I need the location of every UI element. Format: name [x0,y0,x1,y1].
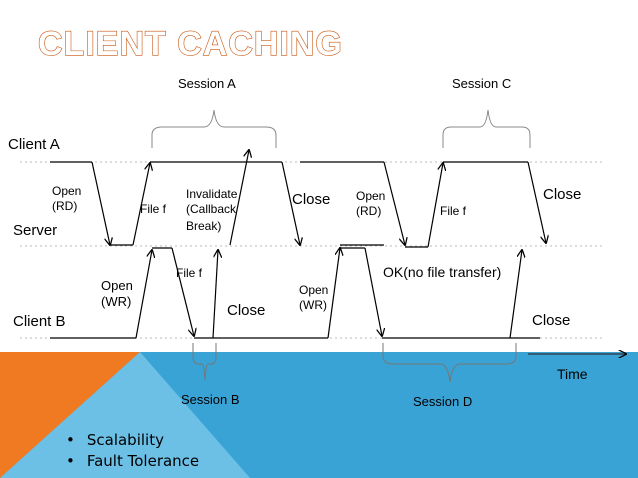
file-f-2-arrow [427,163,443,248]
close-a2-arrow [527,161,546,243]
session-d-brace [382,343,517,383]
close-a1-arrow [281,161,300,245]
open-wr-2-arrow [327,248,340,339]
session-a-brace [151,109,277,148]
close-a2-label: Close [543,186,581,203]
slide-title: CLIENT CACHING [38,25,343,63]
file-f-3-arrow [171,247,194,336]
file-f-1-arrow [132,163,150,246]
session-b-label: Session B [181,392,240,407]
open-wr-1-label: Open (WR) [101,278,136,309]
open-rd-1-arrow [91,161,110,245]
close-b2-arrow [509,250,522,339]
session-c-brace [442,109,531,148]
open-wr-1-arrow [135,250,152,339]
client-a-timeline [50,150,546,248]
close-b1-arrow [212,250,218,339]
open-rd-1-label: Open (RD) [52,184,85,213]
invalidate-label: Invalidate (Callback Break) [186,187,241,233]
file-f-2-label: File f [440,204,467,218]
bullet-item: Scalability [66,430,199,451]
session-a-label: Session A [178,76,236,91]
time-label: Time [557,366,588,382]
ok-label: OK(no file transfer) [383,264,501,280]
open-rd-2-label: Open (RD) [356,189,389,218]
bullet-list: Scalability Fault Tolerance [66,430,199,472]
client-a-label: Client A [8,136,60,153]
invalidate-arrow [229,150,249,246]
server-label: Server [13,222,57,239]
file-f-3-label: File f [176,266,203,280]
open-rd-2-arrow [383,161,405,245]
session-b-brace [192,343,217,381]
ok-arrow [364,247,382,336]
file-f-1-label: File f [140,202,167,216]
bullet-item: Fault Tolerance [66,451,199,472]
client-b-timeline [50,247,540,339]
session-c-label: Session C [452,76,511,91]
session-d-label: Session D [413,394,472,409]
close-b2-label: Close [532,312,570,329]
open-wr-2-label: Open (WR) [299,283,332,312]
close-a1-label: Close [292,191,330,208]
client-b-label: Client B [13,313,66,330]
close-b1-label: Close [227,302,265,319]
